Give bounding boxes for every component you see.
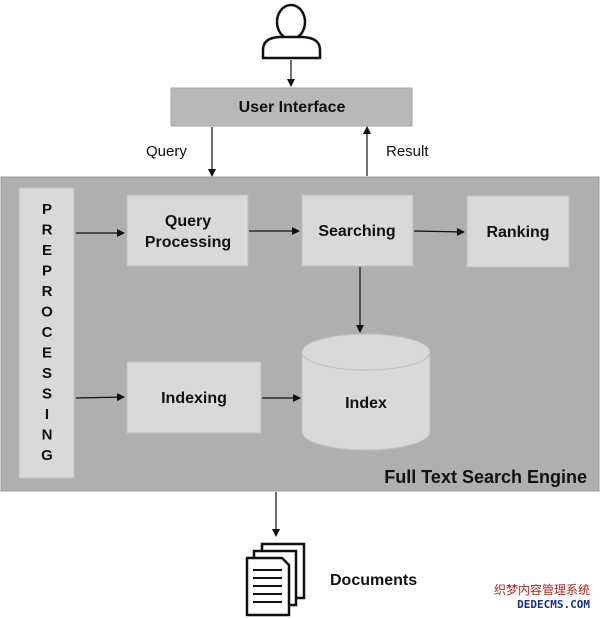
arrow-prep-to-indexing [75, 393, 125, 402]
preprocessing-letter: P [42, 201, 52, 218]
preprocessing-letter: E [42, 242, 52, 259]
query-processing-box: Query Processing [126, 194, 249, 267]
preprocessing-letter: S [42, 386, 52, 403]
searching-label: Searching [318, 223, 395, 240]
preprocessing-letter: N [42, 427, 53, 444]
arrow-search-to-rank [413, 227, 465, 236]
searching-box: Searching [301, 194, 414, 267]
preprocessing-letter: P [42, 263, 52, 280]
query-processing-label-line2: Processing [145, 234, 231, 251]
indexing-label: Indexing [161, 390, 227, 407]
indexing-box: Indexing [126, 361, 262, 434]
watermark-line2: DEDECMS.COM [517, 598, 590, 611]
preprocessing-letter: G [41, 447, 53, 464]
query-flow-label: Query [146, 143, 187, 160]
index-database: Index [301, 333, 431, 451]
result-flow-label: Result [386, 143, 429, 160]
engine-title: Full Text Search Engine [384, 467, 587, 487]
index-label: Index [345, 395, 387, 412]
preprocessing-letter: S [42, 365, 52, 382]
ranking-label: Ranking [486, 224, 549, 241]
user-icon [261, 3, 322, 60]
documents-label: Documents [330, 572, 417, 589]
preprocessing-letter: E [42, 345, 52, 362]
ranking-box: Ranking [466, 195, 570, 268]
preprocessing-letter: R [42, 283, 53, 300]
preprocessing-letter: R [42, 222, 53, 239]
watermark-line1: 织梦内容管理系统 [494, 582, 590, 597]
user-interface-box: User Interface [170, 87, 413, 127]
watermark: 织梦内容管理系统 DEDECMS.COM [494, 582, 590, 611]
query-processing-label-line1: Query [165, 213, 211, 230]
preprocessing-letter: C [42, 324, 53, 341]
preprocessing-letter: O [41, 304, 53, 321]
documents-icon [245, 542, 306, 617]
user-interface-label: User Interface [239, 99, 346, 116]
preprocessing-letter: I [45, 406, 49, 423]
